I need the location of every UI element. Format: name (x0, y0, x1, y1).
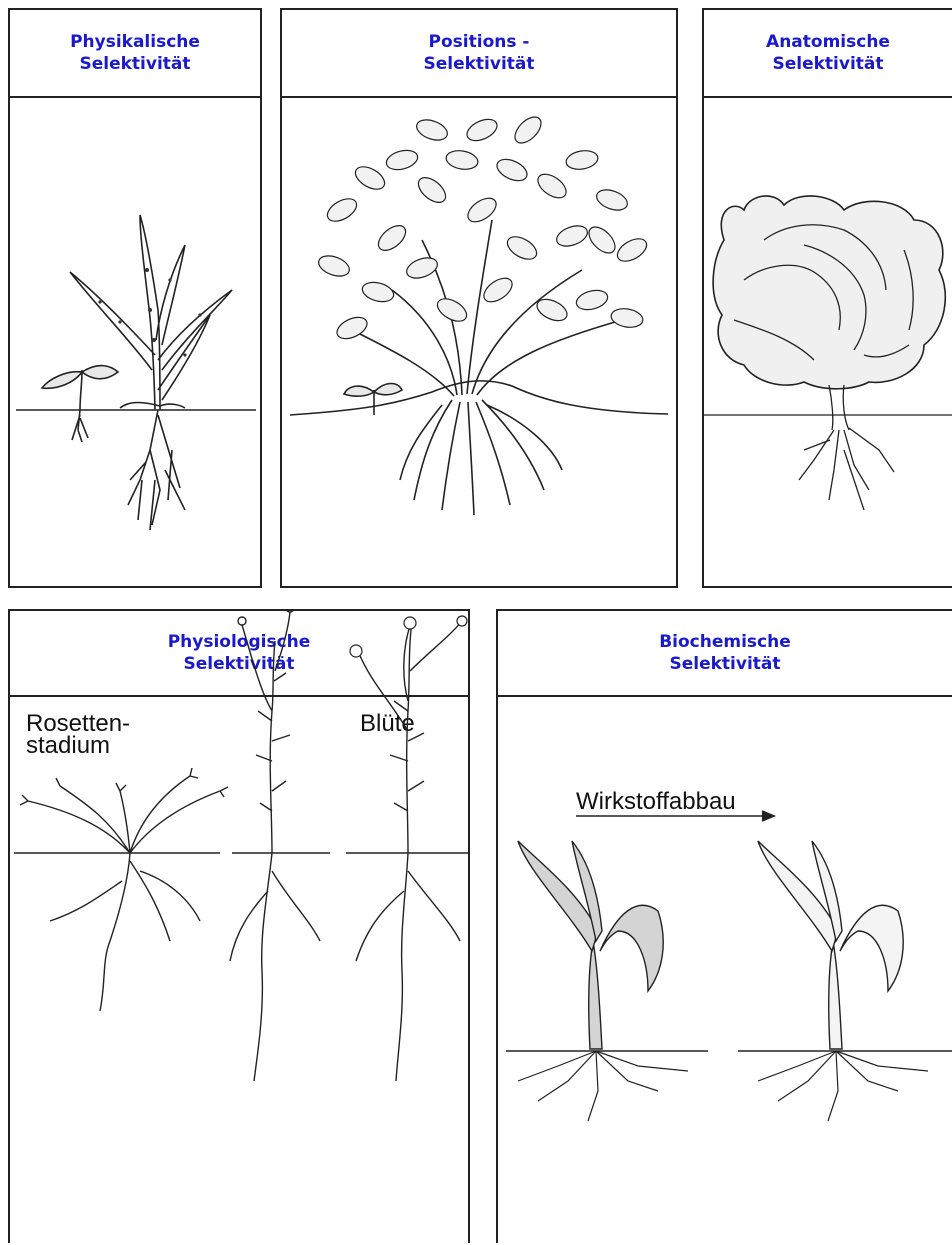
shrub-illustration (282, 10, 676, 586)
panel-anatomische-selektivitaet: Anatomische Selektivität (702, 8, 952, 588)
panel-positions-selektivitaet: Positions - Selektivität (280, 8, 678, 588)
corn-seedling-illustration (498, 611, 952, 1245)
arrow-head (762, 811, 774, 821)
panel-physikalische-selektivitaet: Physikalische Selektivität (8, 8, 262, 588)
grass-seedling-illustration (10, 10, 260, 586)
panel-physiologische-selektivitaet: Physiologische Selektivität Rosetten- st… (8, 609, 470, 1243)
panel-biochemische-selektivitaet: Biochemische Selektivität Wirkstoffabbau (496, 609, 952, 1243)
chamomile-growth-stages-illustration (10, 611, 468, 1245)
cabbage-illustration (704, 10, 952, 586)
